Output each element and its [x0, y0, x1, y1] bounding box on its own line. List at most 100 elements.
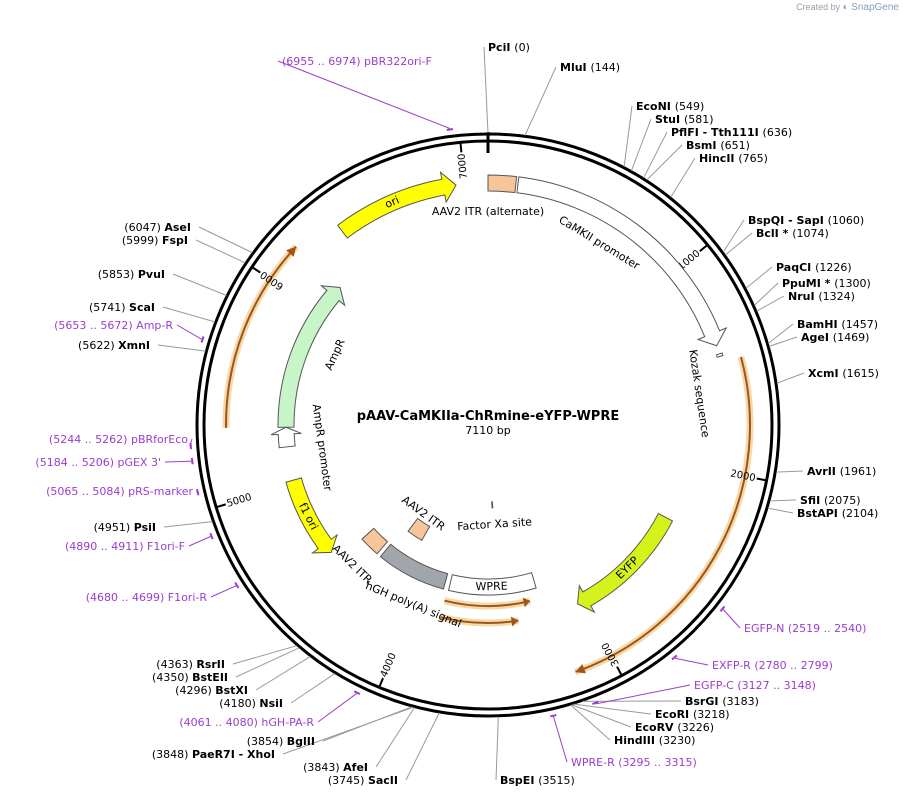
- site-pos-bglii: (3854): [247, 735, 287, 748]
- site-leader-bamhi: [768, 323, 794, 344]
- tick-mark-5000: [216, 503, 227, 508]
- site-name-xcmi: XcmI: [808, 367, 842, 380]
- site-label-avrii: AvrII (1961): [807, 465, 876, 478]
- site-pos-pcii: (0): [514, 41, 530, 54]
- tick-mark-1000: [699, 244, 708, 252]
- primer-label-9: (5184 .. 5206) pGEX 3': [35, 456, 161, 469]
- tick-mark-2000: [756, 477, 766, 482]
- site-leader-bsmi: [646, 144, 683, 181]
- feature-wpre: [447, 572, 537, 596]
- tick-label-5000: 5000: [226, 492, 254, 510]
- site-leader-nrui: [756, 295, 785, 312]
- site-pos-bstapi: (2104): [842, 507, 879, 520]
- site-name-ppumi: PpuMI *: [782, 277, 834, 290]
- site-name-nrui: NruI: [788, 290, 818, 303]
- site-name-econi: EcoNI: [636, 100, 675, 113]
- feature-label-aav2-itr-alternate-: AAV2 ITR (alternate): [432, 205, 544, 218]
- primer-leader-0: [277, 60, 450, 129]
- primer-mark-8: [196, 488, 200, 496]
- site-pos-xcmi: (1615): [842, 367, 879, 380]
- site-name-bsrgi: BsrGI: [685, 695, 722, 708]
- site-leader-agei: [769, 336, 798, 347]
- feature-ampr-promoter: [270, 426, 302, 449]
- primer-label-2: EXFP-R (2780 .. 2799): [712, 659, 833, 672]
- site-leader-xcmi: [776, 372, 805, 384]
- site-pos-afei: (3843): [303, 761, 343, 774]
- site-pos-sacii: (3745): [328, 774, 368, 787]
- site-name-scai: ScaI: [129, 301, 155, 314]
- site-label-pcii: PciI (0): [488, 41, 530, 54]
- site-leader-ecorv: [571, 704, 632, 728]
- site-pos-bcli: (1074): [792, 227, 829, 240]
- feature-label-wpre: WPRE: [475, 580, 507, 594]
- primer-leader-1: [722, 609, 741, 629]
- site-leader-hincii: [670, 157, 696, 198]
- orf-line-1: [444, 599, 531, 607]
- site-label-hincii: HincII (765): [699, 152, 768, 165]
- site-pos-paer7i-xhoi: (3848): [152, 748, 192, 761]
- orf-arrowhead-1: [522, 597, 531, 608]
- primer-leader-6: [210, 585, 237, 598]
- site-leader-mlui: [524, 66, 557, 136]
- site-label-mlui: MluI (144): [560, 61, 620, 74]
- site-leader-bstxi: [255, 656, 311, 691]
- site-leader-bglii: [322, 706, 412, 742]
- site-label-nsii: (4180) NsiI: [219, 697, 283, 710]
- site-leader-nsii: [290, 673, 336, 704]
- site-label-agei: AgeI (1469): [801, 331, 869, 344]
- site-name-paer7i-xhoi: PaeR7I - XhoI: [192, 748, 275, 761]
- site-leader-xmni: [157, 344, 206, 352]
- site-label-fspi: (5999) FspI: [122, 234, 188, 247]
- site-label-afei: (3843) AfeI: [303, 761, 368, 774]
- site-label-econi: EcoNI (549): [636, 100, 704, 113]
- site-pos-ecorv: (3226): [677, 721, 714, 734]
- primer-mark-2: [671, 654, 678, 661]
- site-pos-nsii: (4180): [219, 697, 259, 710]
- site-label-pflfi-tth111i: PflFI - Tth111I (636): [671, 126, 792, 139]
- site-name-afei: AfeI: [343, 761, 368, 774]
- site-pos-paqci: (1226): [815, 261, 852, 274]
- site-pos-hindiii: (3230): [659, 734, 696, 747]
- feature-f1-ori: [285, 477, 338, 554]
- site-pos-rsrii: (4363): [156, 658, 196, 671]
- site-label-sfii: SfiI (2075): [800, 494, 861, 507]
- site-label-bamhi: BamHI (1457): [797, 318, 878, 331]
- site-leader-hindiii: [570, 704, 611, 741]
- site-pos-sfii: (2075): [824, 494, 861, 507]
- site-label-ppumi: PpuMI * (1300): [782, 277, 871, 290]
- site-pos-hincii: (765): [738, 152, 768, 165]
- site-leader-asei: [198, 226, 253, 254]
- primer-label-0: (6955 .. 6974) pBR322ori-F: [282, 55, 432, 68]
- site-leader-sacii: [405, 712, 440, 781]
- site-label-asei: (6047) AseI: [124, 221, 191, 234]
- site-label-ecorv: EcoRV (3226): [635, 721, 714, 734]
- primer-label-8: (5065 .. 5084) pRS-marker: [46, 485, 193, 498]
- site-name-bcli: BclI *: [756, 227, 792, 240]
- site-name-bglii: BglII: [287, 735, 315, 748]
- site-name-bamhi: BamHI: [797, 318, 841, 331]
- site-label-bstxi: (4296) BstXI: [175, 684, 248, 697]
- site-pos-asei: (6047): [124, 221, 164, 234]
- feature-label-factor-xa-site: Factor Xa site: [457, 515, 533, 533]
- site-leader-bspqi-sapi: [722, 219, 745, 253]
- site-pos-psii: (4951): [94, 521, 134, 534]
- site-pos-bsmi: (651): [720, 139, 750, 152]
- site-leader-pflfi-tth111i: [643, 131, 668, 179]
- site-label-scai: (5741) ScaI: [89, 301, 155, 314]
- primer-mark-11: [200, 336, 205, 343]
- site-name-fspi: FspI: [162, 234, 188, 247]
- feature-aav2-itr: [361, 527, 389, 555]
- site-label-bspqi-sapi: BspQI - SapI (1060): [748, 214, 864, 227]
- site-leader-psii: [163, 521, 213, 528]
- site-leader-fspi: [195, 239, 246, 264]
- primer-leader-7: [188, 536, 211, 547]
- primer-leader-11: [176, 324, 202, 340]
- tick-mark-6000: [252, 266, 261, 274]
- primer-label-4: WPRE-R (3295 .. 3315): [571, 756, 697, 769]
- site-pos-pflfi-tth111i: (636): [763, 126, 793, 139]
- feature-ori: [336, 170, 457, 239]
- site-label-bcli: BclI * (1074): [756, 227, 829, 240]
- primer-mark-9: [190, 457, 194, 465]
- site-name-sacii: SacII: [368, 774, 398, 787]
